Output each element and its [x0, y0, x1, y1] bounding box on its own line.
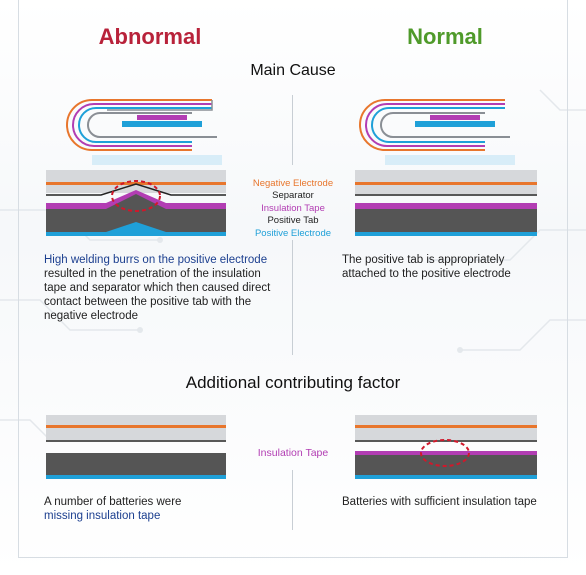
abnormal-jellyroll-icon	[66, 99, 222, 165]
divider-middle	[292, 240, 293, 355]
label-positive-electrode: Positive Electrode	[254, 228, 332, 239]
label-positive-tab: Positive Tab	[267, 215, 319, 226]
abnormal-cross-section	[46, 170, 226, 236]
sufficient-tape-cross-section	[355, 415, 537, 479]
normal-description: The positive tab is appropriately attach…	[342, 254, 511, 280]
missing-tape-description: A number of batteries were missing insul…	[44, 495, 274, 523]
normal-cross-section	[355, 170, 537, 236]
missing-tape-description-highlight: missing insulation tape	[44, 510, 161, 522]
divider-bottom	[292, 470, 293, 530]
additional-factor-heading: Additional contributing factor	[185, 373, 401, 392]
abnormal-description-rest: resulted in the penetration of the insul…	[44, 268, 271, 322]
label-insulation-tape-lower: Insulation Tape	[257, 447, 329, 459]
sufficient-tape-description: Batteries with sufficient insulation tap…	[342, 496, 537, 508]
normal-jellyroll-icon	[359, 99, 515, 165]
content-frame	[18, 0, 568, 558]
label-negative-electrode: Negative Electrode	[252, 178, 334, 189]
abnormal-description: High welding burrs on the positive elect…	[44, 253, 279, 323]
abnormal-heading: Abnormal	[98, 24, 202, 49]
normal-heading: Normal	[407, 24, 483, 49]
abnormal-description-highlight: High welding burrs on the positive elect…	[44, 254, 268, 266]
label-insulation-tape: Insulation Tape	[261, 203, 325, 214]
main-cause-heading: Main Cause	[250, 62, 336, 79]
missing-tape-cross-section	[46, 415, 226, 479]
label-separator: Separator	[272, 190, 314, 201]
divider-top	[292, 95, 293, 165]
missing-tape-description-plain: A number of batteries were	[44, 496, 182, 508]
